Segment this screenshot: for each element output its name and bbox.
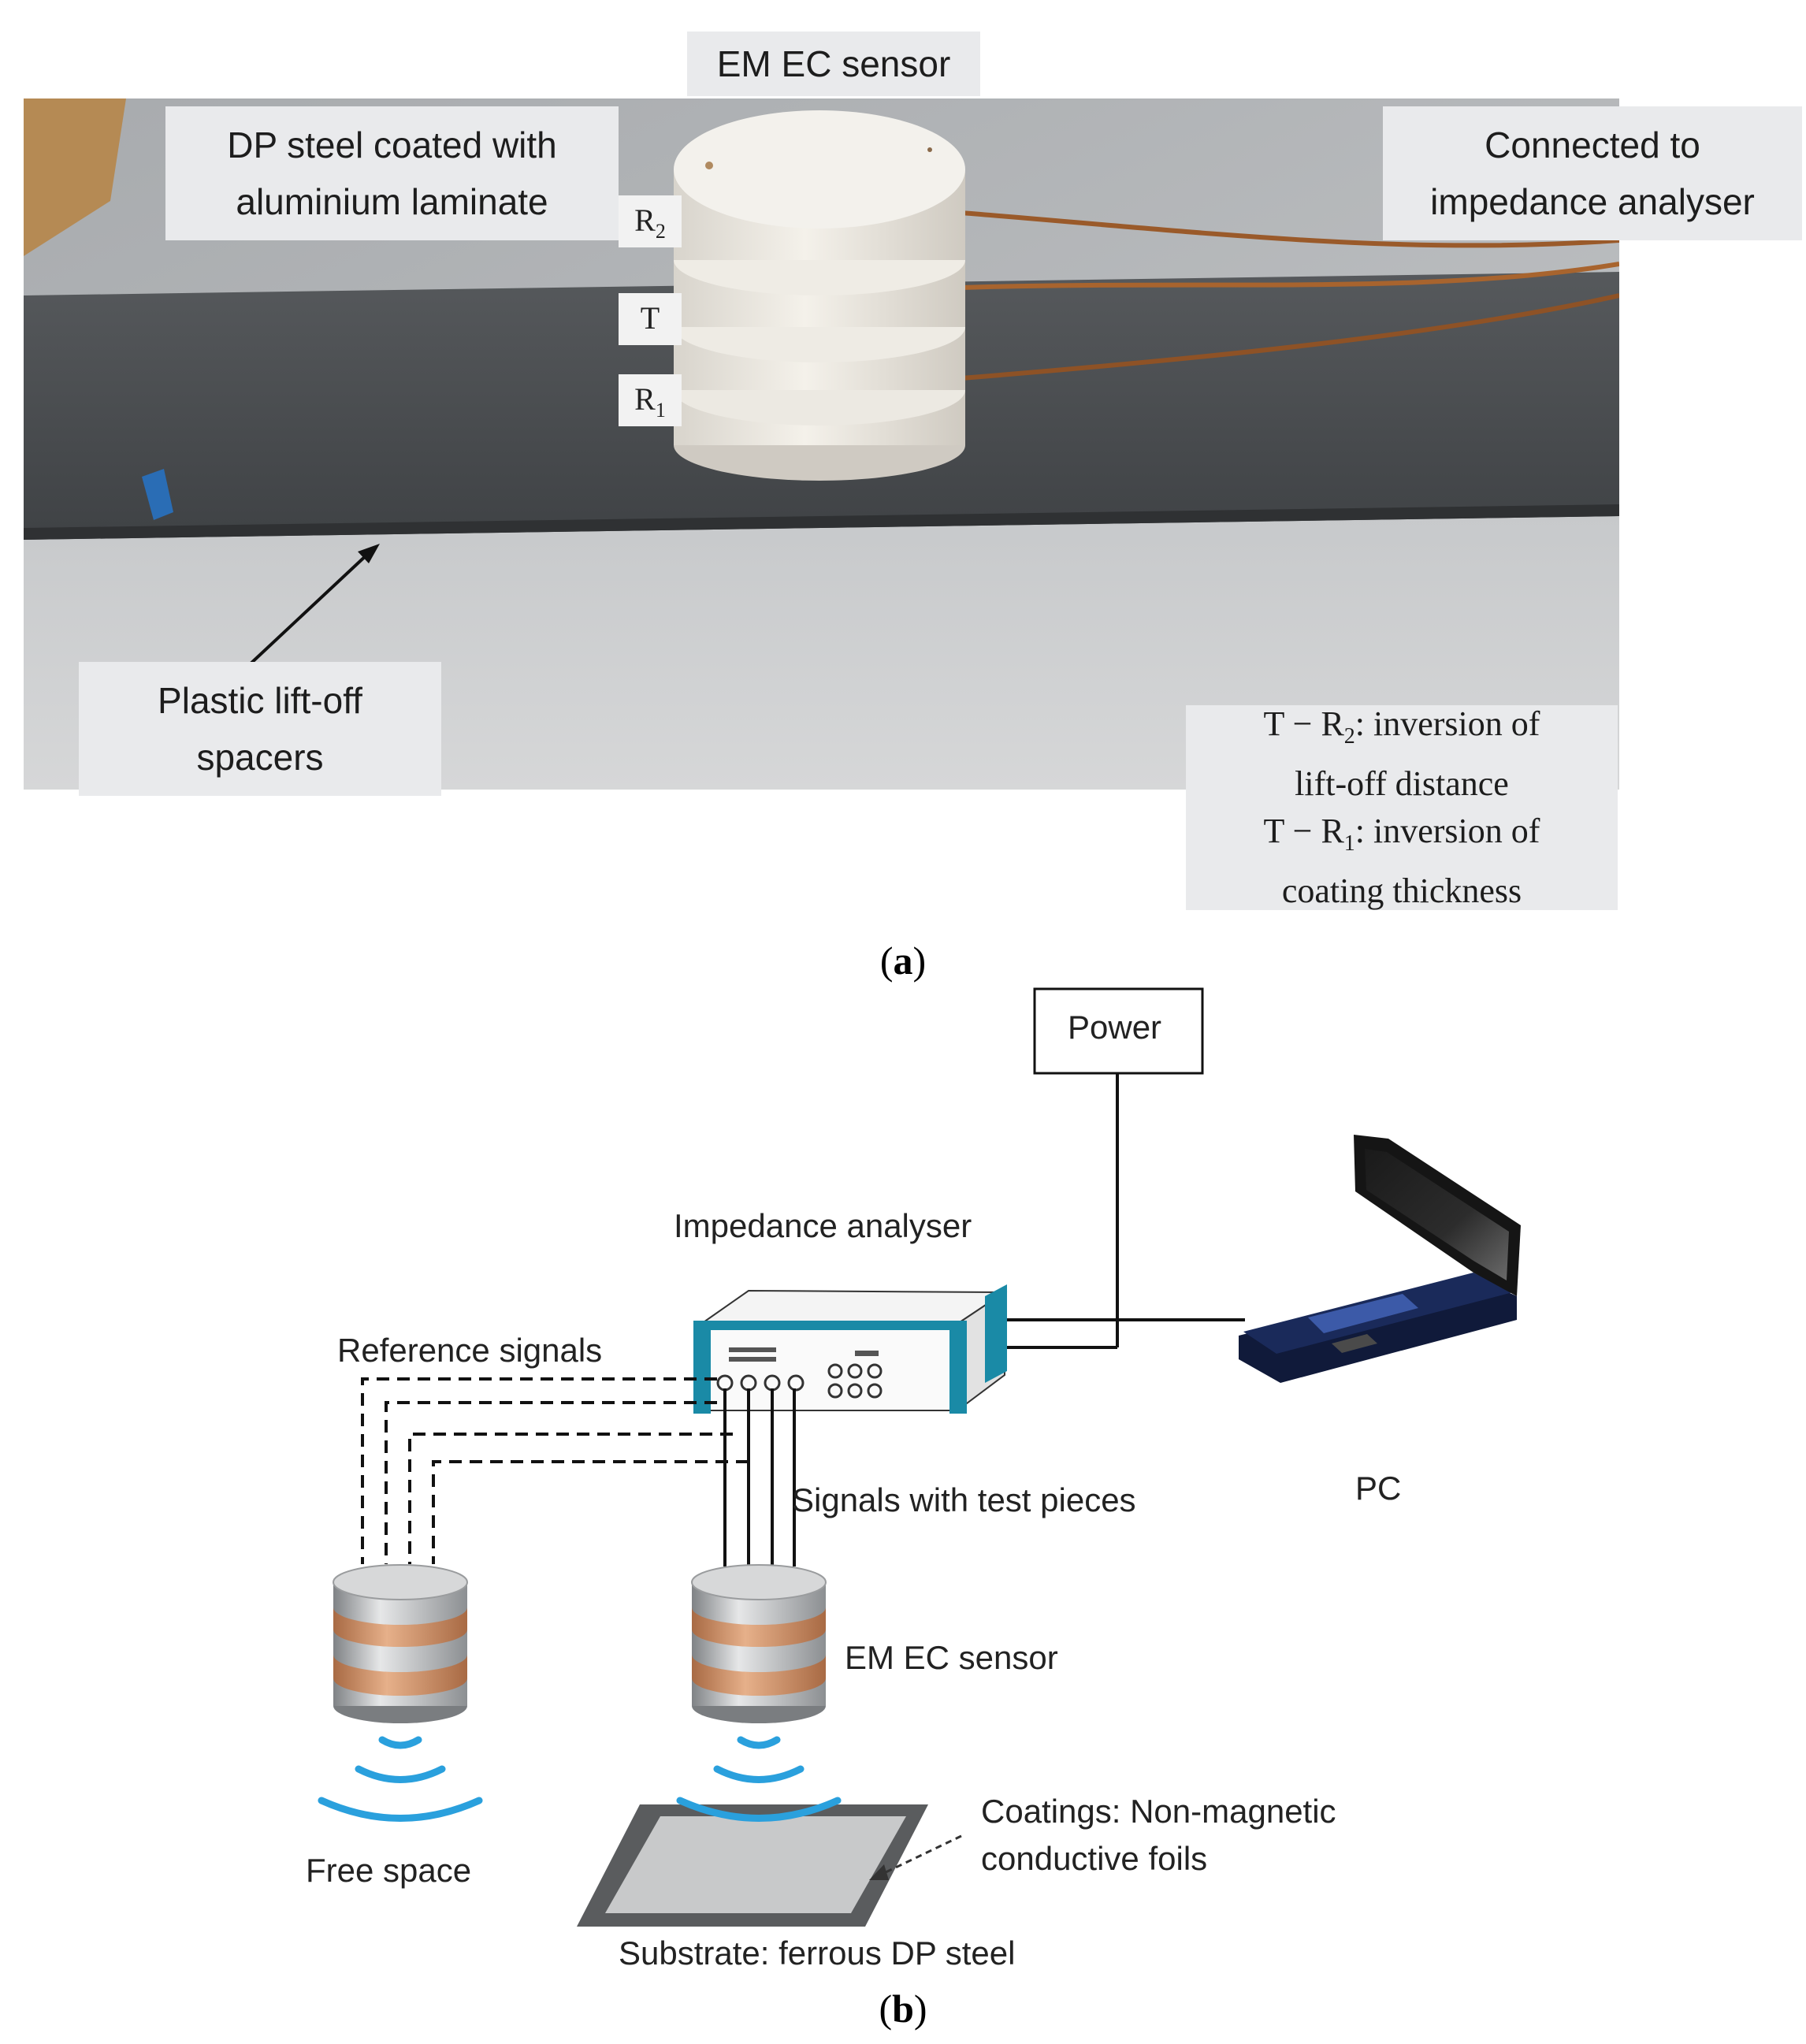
coatings-arrow [869, 1834, 962, 1880]
pc-laptop [1239, 1135, 1521, 1383]
pc-label: PC [1355, 1470, 1402, 1507]
coating-foil [605, 1816, 906, 1913]
coil-tag-r2-sub: 2 [655, 220, 666, 243]
coil-tag-r1: R1 [619, 374, 682, 426]
substrate-label: Substrate: ferrous DP steel [619, 1934, 1016, 1972]
coil-tag-r1-text: R [634, 381, 656, 417]
em-ec-sensor-label: EM EC sensor [845, 1639, 1058, 1676]
inversion-line3-a: T − R [1263, 812, 1344, 850]
coil-tag-r2: R2 [619, 195, 682, 247]
inversion-line3-sub: 1 [1343, 831, 1355, 856]
label-dp-steel-line1: DP steel coated with [227, 124, 557, 165]
impedance-analyser-label: Impedance analyser [674, 1207, 972, 1244]
caption-a-close: ) [912, 938, 927, 983]
label-em-ec-sensor-top-text: EM EC sensor [716, 43, 951, 84]
inversion-line1-sub: 2 [1343, 724, 1355, 749]
signals-with-test-pieces-label: Signals with test pieces [792, 1481, 1136, 1518]
test-sensor [691, 1564, 827, 1723]
caption-a-open: ( [879, 938, 894, 983]
coatings-label-line2: conductive foils [981, 1840, 1208, 1877]
inversion-line4: coating thickness [1281, 871, 1522, 910]
free-space-waves [318, 1736, 483, 1822]
inversion-line1-b: : inversion of [1354, 704, 1540, 744]
inversion-line2: lift-off distance [1295, 764, 1509, 803]
label-em-ec-sensor-top: EM EC sensor [687, 32, 980, 96]
label-connected: Connected to impedance analyser [1383, 106, 1802, 240]
inversion-line3-b: : inversion of [1354, 812, 1540, 850]
free-space-sensor [333, 1564, 468, 1723]
test-sensor-waves [676, 1736, 842, 1822]
label-inversion: T − R2: inversion of lift-off distance T… [1186, 704, 1618, 910]
signal-lines [723, 1388, 796, 1566]
coil-tag-r2-text: R [634, 203, 656, 238]
reference-lines [361, 1377, 749, 1564]
power-box [1033, 987, 1204, 1075]
inversion-line3: T − R1: inversion of [1186, 808, 1618, 868]
caption-b-letter: b [892, 1986, 914, 2031]
label-dp-steel: DP steel coated with aluminium laminate [165, 106, 619, 240]
impedance-analyser [693, 1284, 1008, 1414]
label-connected-line2: impedance analyser [1430, 181, 1755, 222]
sensor-stack-photo [674, 110, 965, 481]
power-label: Power [1068, 1009, 1162, 1046]
inversion-line1: T − R2: inversion of [1186, 701, 1618, 760]
label-spacers-line1: Plastic lift-off [158, 680, 362, 721]
substrate-plate [577, 1804, 928, 1927]
caption-a-letter: a [893, 938, 913, 983]
coil-tag-t: T [619, 293, 682, 345]
caption-b-open: ( [879, 1986, 893, 2031]
coatings-label-line1: Coatings: Non-magnetic [981, 1793, 1336, 1830]
label-connected-line1: Connected to [1485, 124, 1700, 165]
coil-tag-r1-sub: 1 [655, 399, 666, 422]
setup-diagram [318, 987, 1521, 1927]
reference-signals-label: Reference signals [337, 1332, 603, 1369]
label-spacers-line2: spacers [196, 737, 324, 778]
label-spacers: Plastic lift-off spacers [79, 662, 441, 796]
caption-b-close: ) [913, 1986, 927, 2031]
coil-tag-t-text: T [640, 300, 660, 336]
caption-b: (b) [824, 1986, 982, 2031]
caption-a: (a) [824, 938, 982, 983]
free-space-label: Free space [306, 1852, 472, 1889]
inversion-line1-a: T − R [1263, 704, 1344, 744]
label-dp-steel-line2: aluminium laminate [236, 181, 548, 222]
